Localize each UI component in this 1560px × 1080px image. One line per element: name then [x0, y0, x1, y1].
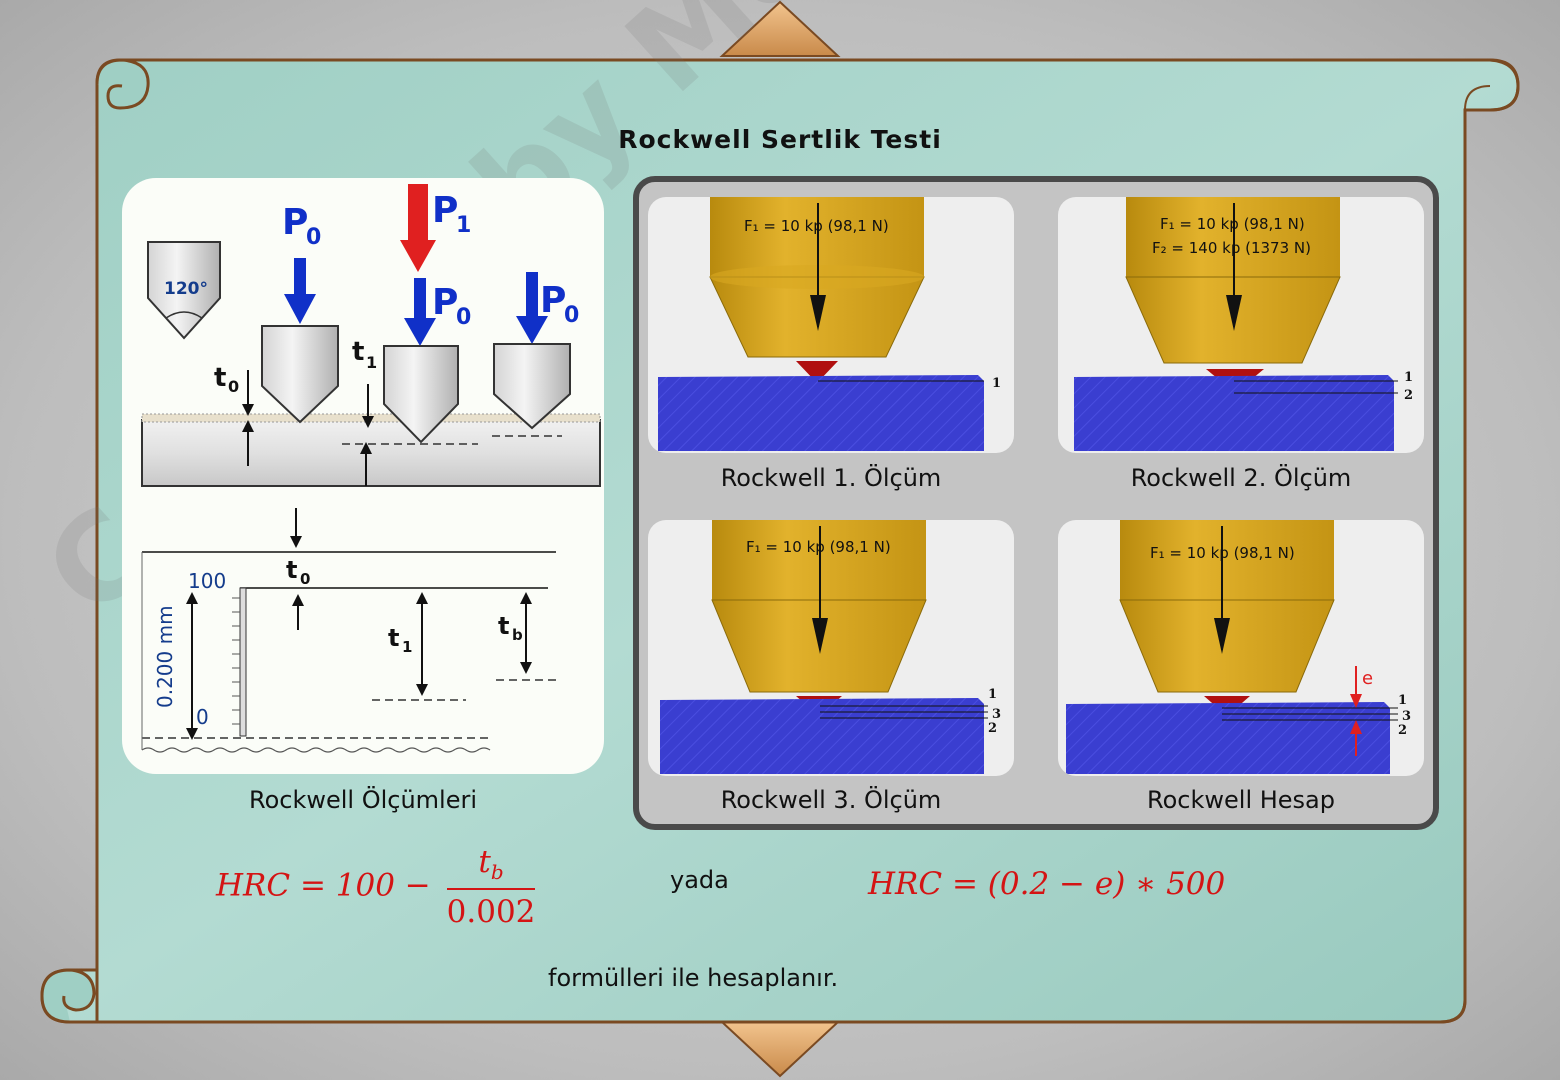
- page-title: Rockwell Sertlik Testi: [618, 125, 942, 154]
- svg-text:P: P: [282, 202, 308, 243]
- svg-text:1: 1: [992, 376, 1001, 391]
- svg-text:F₁ = 10 kp (98,1 N): F₁ = 10 kp (98,1 N): [746, 538, 891, 556]
- svg-text:1: 1: [456, 213, 471, 238]
- svg-text:e: e: [1362, 668, 1373, 689]
- rockwell-measurements-diagram: 120° P 0 P 1 P 0 P 0: [122, 178, 604, 774]
- tile-step-3-caption: Rockwell 3. Ölçüm: [720, 786, 942, 814]
- bottom-ornament: [719, 1021, 841, 1078]
- svg-text:t: t: [352, 337, 364, 367]
- tile-step-2-caption: Rockwell 2. Ölçüm: [1130, 464, 1352, 492]
- formula1-fraction: tb 0.002: [446, 844, 536, 931]
- tile-step-2: F₁ = 10 kp (98,1 N) F₂ = 140 kp (1373 N)…: [1058, 197, 1424, 453]
- svg-text:100: 100: [188, 569, 226, 593]
- svg-text:F₁ = 10 kp (98,1 N): F₁ = 10 kp (98,1 N): [1160, 215, 1305, 233]
- svg-text:0: 0: [228, 377, 239, 396]
- svg-text:3: 3: [992, 707, 1001, 722]
- hrc-formula-fraction: HRC = 100 − tb 0.002: [216, 844, 536, 931]
- indenter-p0-final: P 0: [493, 272, 579, 430]
- indenter-p1-p0: P 1 P 0: [383, 184, 471, 444]
- svg-text:t: t: [214, 363, 226, 393]
- svg-text:P: P: [432, 190, 458, 231]
- svg-text:P: P: [540, 280, 566, 321]
- svg-text:2: 2: [1398, 723, 1407, 738]
- tile-step-3: F₁ = 10 kp (98,1 N) 1 3 2: [648, 520, 1014, 776]
- left-diagram-caption: Rockwell Ölçümleri: [248, 786, 478, 814]
- svg-text:1: 1: [988, 687, 997, 702]
- svg-text:3: 3: [1402, 709, 1411, 724]
- svg-text:b: b: [512, 626, 523, 644]
- formula1-lhs: HRC = 100 −: [216, 867, 431, 904]
- tile-step-1: F₁ = 10 kp (98,1 N) 1: [648, 197, 1014, 453]
- svg-text:P: P: [432, 282, 458, 323]
- svg-text:1: 1: [366, 353, 377, 372]
- svg-text:0: 0: [300, 570, 310, 588]
- svg-text:0: 0: [564, 303, 579, 328]
- svg-text:F₁ = 10 kp (98,1 N): F₁ = 10 kp (98,1 N): [744, 217, 889, 235]
- svg-text:t: t: [388, 624, 399, 652]
- cone-120-icon: 120°: [147, 241, 221, 340]
- indenter-p0: P 0: [261, 202, 339, 424]
- svg-text:0: 0: [196, 705, 209, 729]
- svg-text:0: 0: [306, 225, 321, 250]
- tile-step-4-caption: Rockwell Hesap: [1147, 786, 1335, 814]
- tile-step-4: F₁ = 10 kp (98,1 N) 1 3 2 e: [1058, 520, 1424, 776]
- svg-text:1: 1: [1398, 693, 1407, 708]
- svg-text:0.200 mm: 0.200 mm: [153, 605, 177, 708]
- svg-text:0: 0: [456, 305, 471, 330]
- svg-text:1: 1: [402, 638, 412, 656]
- connector-text: yada: [670, 866, 729, 894]
- top-ornament: [719, 0, 841, 57]
- svg-text:F₁ = 10 kp (98,1 N): F₁ = 10 kp (98,1 N): [1150, 544, 1295, 562]
- test-bar: [141, 419, 601, 487]
- svg-text:2: 2: [1404, 388, 1413, 403]
- footer-text: formülleri ile hesaplanır.: [548, 964, 839, 992]
- hrc-formula-e: HRC = (0.2 − e) ∗ 500: [868, 866, 1226, 902]
- cone-angle-label: 120°: [164, 279, 208, 299]
- tile-step-1-caption: Rockwell 1. Ölçüm: [720, 464, 942, 492]
- svg-text:t: t: [498, 612, 509, 640]
- svg-text:2: 2: [988, 721, 997, 736]
- svg-text:F₂ = 140 kp (1373 N): F₂ = 140 kp (1373 N): [1152, 239, 1311, 257]
- svg-text:1: 1: [1404, 370, 1413, 385]
- svg-text:t: t: [286, 556, 297, 584]
